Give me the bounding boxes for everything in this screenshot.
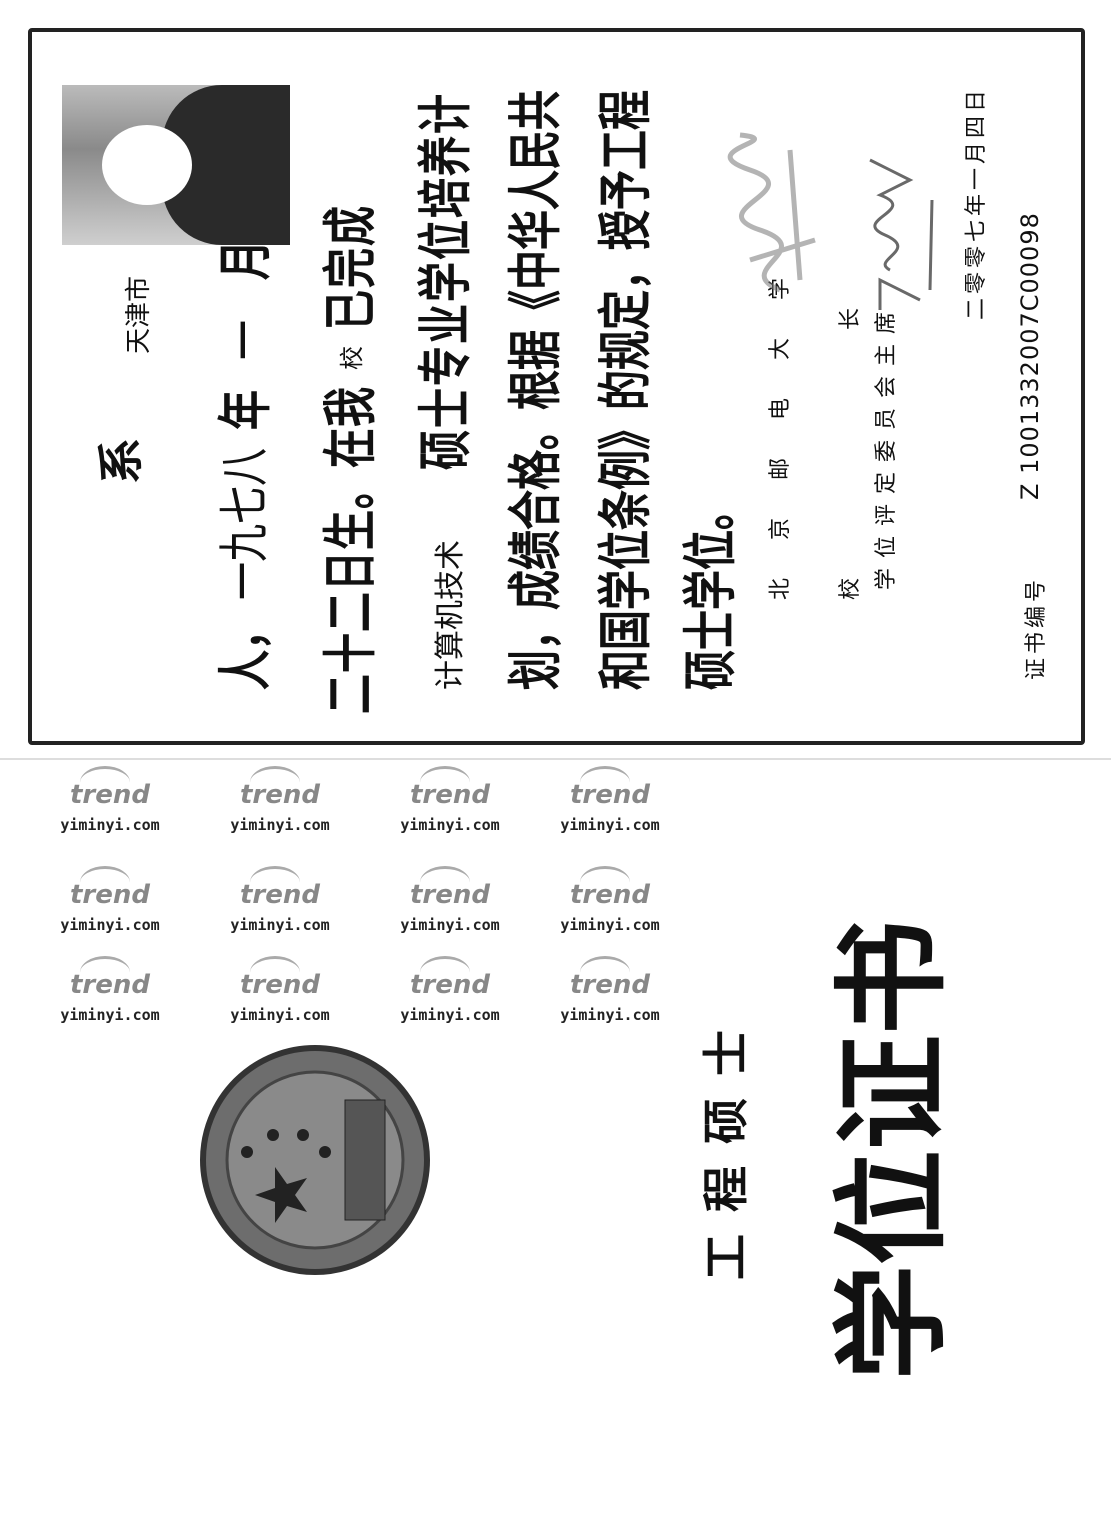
watermark-logo: trend xyxy=(540,766,680,816)
text-segment: 月 xyxy=(214,240,278,280)
degree-type: 工 程 硕 士 xyxy=(690,1030,756,1280)
watermark-logo: trend xyxy=(210,766,350,816)
watermark-logo: trend xyxy=(210,956,350,1006)
watermark-url: yiminyi.com xyxy=(230,916,330,934)
watermark-logo: trend xyxy=(540,866,680,916)
watermark-url: yiminyi.com xyxy=(60,916,160,934)
cert-number: Z 1001332007C00098 xyxy=(1016,212,1044,500)
watermark-url: yiminyi.com xyxy=(230,816,330,834)
watermark-logo: trend xyxy=(380,866,520,916)
committee-label: 学位评定委员会主席 xyxy=(874,301,899,590)
national-emblem-icon xyxy=(200,1045,430,1275)
text-line: 硕士学位。 xyxy=(679,490,743,690)
page-fold xyxy=(0,758,1111,760)
watermark-url: yiminyi.com xyxy=(560,916,660,934)
text-segment: 二十二日生。在我 xyxy=(319,386,383,714)
dept-label: 系 xyxy=(94,438,148,484)
text-line: 和国学位条例》的规定，授予工程 xyxy=(594,90,658,690)
president-signature xyxy=(727,132,816,293)
text-segment: 已完成 xyxy=(319,204,383,330)
degree-char: 工 xyxy=(699,1234,753,1280)
watermark-logo: trend xyxy=(380,766,520,816)
watermark-url: yiminyi.com xyxy=(60,816,160,834)
watermark-logo: trend xyxy=(540,956,680,1006)
watermark-logo: trend xyxy=(40,956,180,1006)
watermark-url: yiminyi.com xyxy=(400,916,500,934)
watermark-url: yiminyi.com xyxy=(560,816,660,834)
degree-char: 程 xyxy=(699,1166,753,1212)
watermark-url: yiminyi.com xyxy=(560,1006,660,1024)
text-line: 划，成绩合格。根据《中华人民共 xyxy=(504,90,568,690)
text-segment: 硕士专业学位培养计 xyxy=(414,92,478,470)
holder-photo xyxy=(62,85,290,245)
text-segment: 年 xyxy=(214,390,278,430)
issue-date: 二零零七年一月四日 xyxy=(964,85,989,320)
president-label: 校 xyxy=(838,577,863,600)
title-char: 学 xyxy=(825,1264,960,1380)
birth-year: 一九七八 xyxy=(214,447,274,600)
watermark-url: yiminyi.com xyxy=(400,816,500,834)
text-segment: 人， xyxy=(214,610,278,690)
title-char: 书 xyxy=(825,919,960,1035)
major: 计算机技术 xyxy=(433,540,468,690)
degree-char: 硕 xyxy=(699,1098,753,1144)
birth-month: 一 xyxy=(215,320,278,360)
watermark-logo: trend xyxy=(40,866,180,916)
watermark-logo: trend xyxy=(40,766,180,816)
school-fill: 校 xyxy=(338,346,366,370)
city: 天津市 xyxy=(124,275,154,354)
title-char: 位 xyxy=(825,1149,960,1265)
degree-char: 士 xyxy=(699,1030,753,1076)
cert-number-label: 证书编号 xyxy=(1024,575,1049,680)
watermark-url: yiminyi.com xyxy=(230,1006,330,1024)
watermark-logo: trend xyxy=(210,866,350,916)
committee-signature xyxy=(869,158,934,310)
watermark-logo: trend xyxy=(380,956,520,1006)
title-char: 证 xyxy=(825,1034,960,1150)
watermark-url: yiminyi.com xyxy=(400,1006,500,1024)
watermark-url: yiminyi.com xyxy=(60,1006,160,1024)
cover-title: 学 位 证 书 xyxy=(800,920,966,1380)
